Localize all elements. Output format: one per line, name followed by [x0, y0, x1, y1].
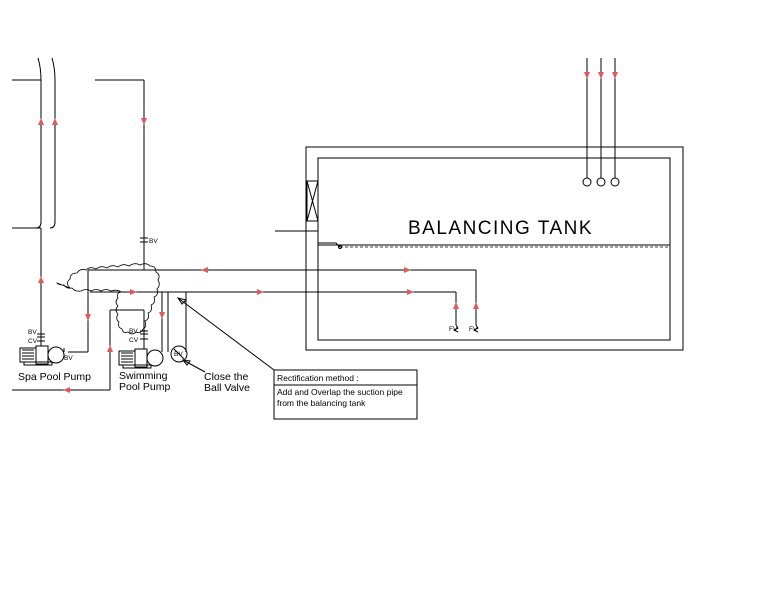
fv-left-label: FV — [449, 326, 458, 333]
riser-bv-label: BV — [149, 238, 158, 245]
callout-leaders — [176, 297, 275, 373]
suction-pipes — [68, 269, 477, 353]
balancing-tank: BALANCING TANK — [275, 146, 684, 351]
spa-cv-label: CV — [28, 338, 38, 345]
spa-valves: BV CV BV — [28, 329, 73, 362]
left-riser-pipes — [12, 57, 56, 330]
riser-pipe-right — [95, 79, 145, 270]
close-valve-label-2: Ball Valve — [204, 382, 250, 394]
riser-ball-valve: BV — [140, 237, 158, 245]
flow-arrow — [85, 314, 91, 321]
flow-arrow — [159, 312, 165, 319]
flow-arrow — [38, 118, 44, 125]
note-line-2: from the balancing tank — [277, 398, 366, 408]
spa-bv-label: BV — [28, 329, 37, 336]
swim-valves: BV CV BV — [110, 309, 188, 363]
spa-pool-pump: Spa Pool Pump — [18, 330, 91, 383]
swimming-pool-pump: Swimming Pool Pump — [118, 348, 171, 393]
flow-arrow — [141, 118, 147, 125]
swim-pump-label-1: Swimming — [119, 370, 168, 382]
note-line-1: Add and Overlap the suction pipe — [277, 387, 403, 397]
foot-valves: FV FV — [449, 324, 479, 333]
flow-arrow — [612, 72, 618, 79]
fv-right-label: FV — [469, 326, 478, 333]
tank-title: BALANCING TANK — [408, 218, 593, 239]
flow-arrow — [38, 276, 44, 283]
swim-bv-label: BV — [129, 328, 138, 335]
spa-bv-right-label: BV — [64, 355, 73, 362]
flow-arrows — [38, 72, 618, 393]
flow-arrow — [453, 302, 459, 309]
flow-arrow — [404, 267, 411, 273]
flow-arrow — [107, 345, 113, 352]
spa-pump-label: Spa Pool Pump — [18, 371, 91, 383]
flow-arrow — [473, 302, 479, 309]
flow-arrow — [257, 289, 264, 295]
swim-pump-label-2: Pool Pump — [119, 381, 171, 393]
rectification-note: Rectification method : Add and Overlap t… — [273, 369, 418, 420]
flow-arrow — [63, 387, 70, 393]
swim-bv-right-label: BV — [174, 351, 183, 358]
flow-arrow — [130, 289, 137, 295]
flow-arrow — [407, 289, 414, 295]
swim-cv-label: CV — [129, 337, 139, 344]
flow-arrow — [52, 118, 58, 125]
flow-arrow — [598, 72, 604, 79]
note-heading: Rectification method : — [277, 373, 359, 383]
flow-arrow — [584, 72, 590, 79]
overlap-cloud — [56, 263, 160, 335]
flow-arrow — [201, 267, 208, 273]
close-valve-label-1: Close the — [204, 371, 249, 383]
